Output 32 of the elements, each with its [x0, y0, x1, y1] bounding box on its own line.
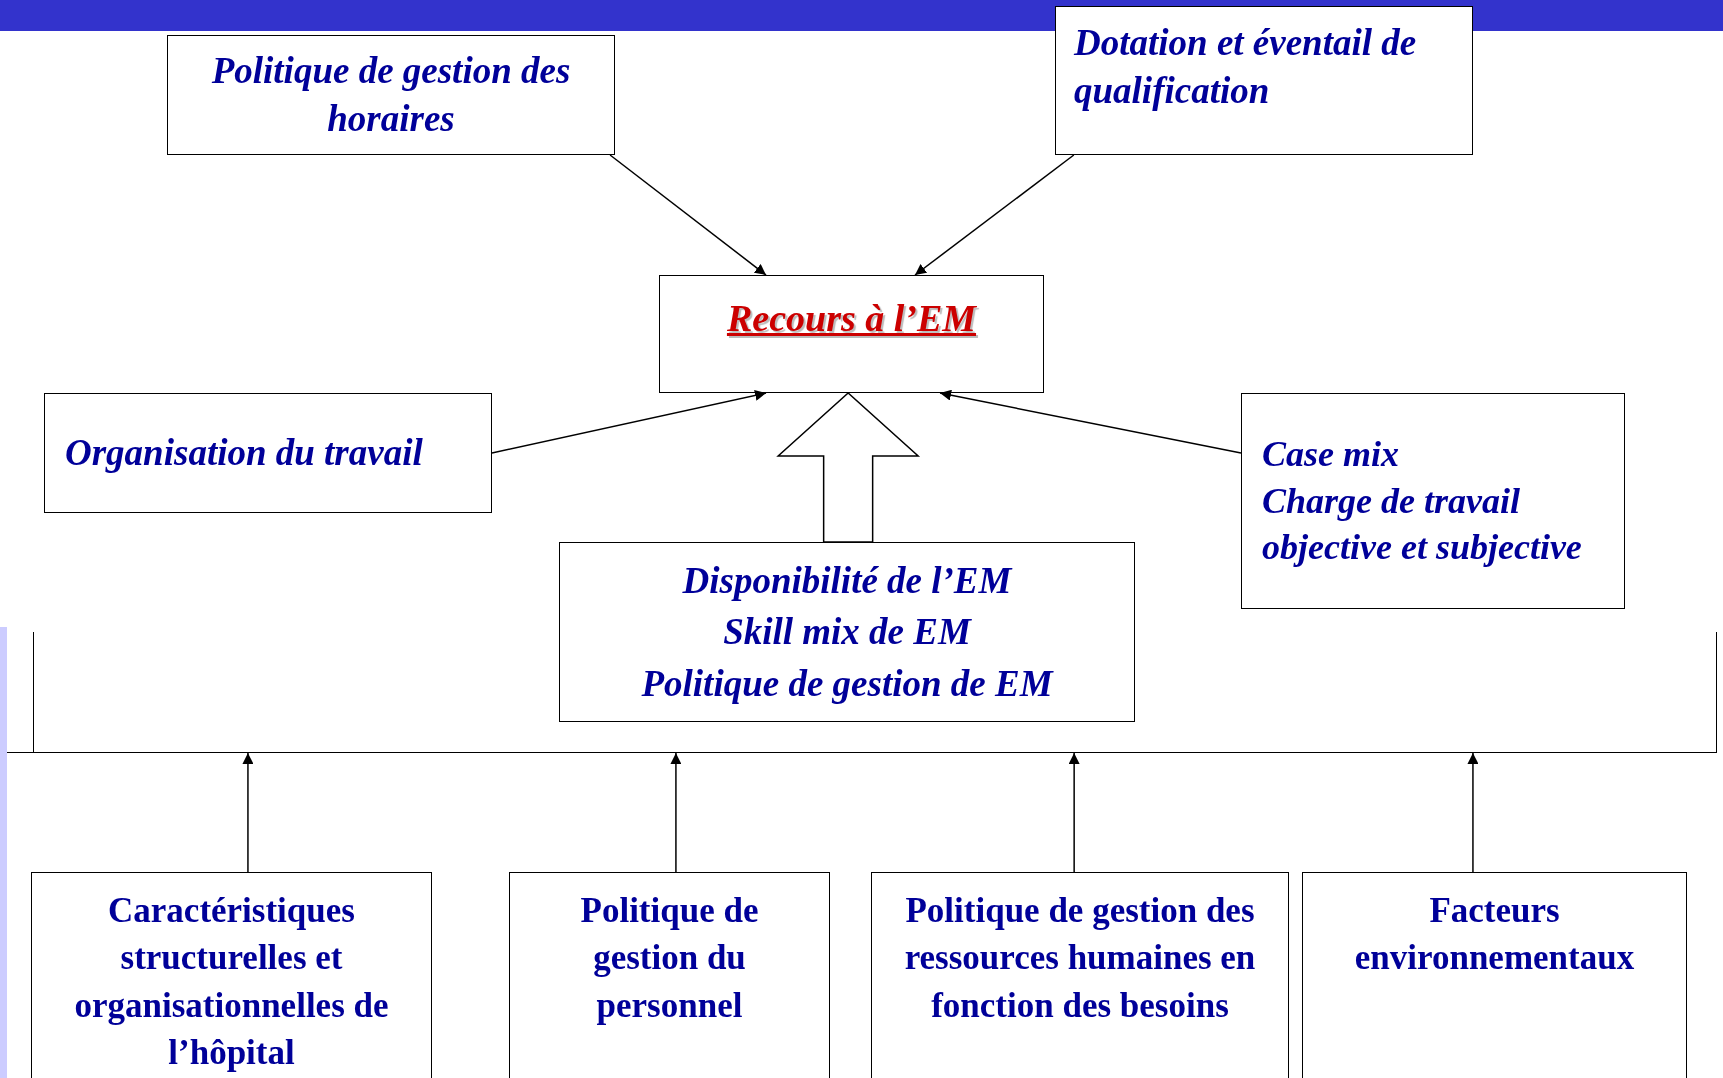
node-text: Caractéristiques structurelles et organisationnelles de l’hôpital — [73, 890, 390, 1074]
determinant-box — [509, 872, 830, 1078]
node-text: Charge de travail objective et subjective — [1262, 479, 1583, 570]
arrow — [242, 752, 254, 873]
factor-box — [44, 393, 492, 513]
factor-box — [1055, 6, 1473, 155]
node-text: Case mix — [1262, 432, 1399, 476]
outcome-box — [659, 275, 1044, 393]
node-text: Facteurs environnementaux — [1353, 890, 1636, 980]
arrow — [609, 154, 767, 276]
arrow — [1467, 752, 1479, 873]
arrow — [939, 389, 1242, 454]
factor-box — [167, 35, 615, 155]
node-text: Politique de gestion du personnel — [579, 890, 760, 1027]
node-text: Politique de gestion des horaires — [210, 48, 572, 141]
node-text: Organisation du travail — [65, 430, 423, 475]
arrow — [670, 752, 682, 873]
determinant-box — [1302, 872, 1687, 1078]
node-text: Skill mix de EM — [723, 610, 971, 655]
factor-box — [1241, 393, 1625, 609]
arrow — [1068, 752, 1080, 873]
node-text: Politique de gestion des ressources humaines en fonction des besoins — [903, 890, 1257, 1027]
determinant-box — [871, 872, 1289, 1078]
arrow — [491, 390, 767, 454]
node-text: Politique de gestion de EM — [641, 661, 1053, 706]
node-text: Disponibilité de l’EM — [682, 559, 1012, 604]
factor-box — [559, 542, 1135, 722]
determinant-box — [31, 872, 432, 1078]
block-arrow — [776, 392, 921, 543]
arrow — [914, 154, 1075, 276]
node-text: Dotation et éventail de qualification — [1074, 21, 1418, 114]
node-text: Recours à l’EM — [726, 296, 977, 341]
